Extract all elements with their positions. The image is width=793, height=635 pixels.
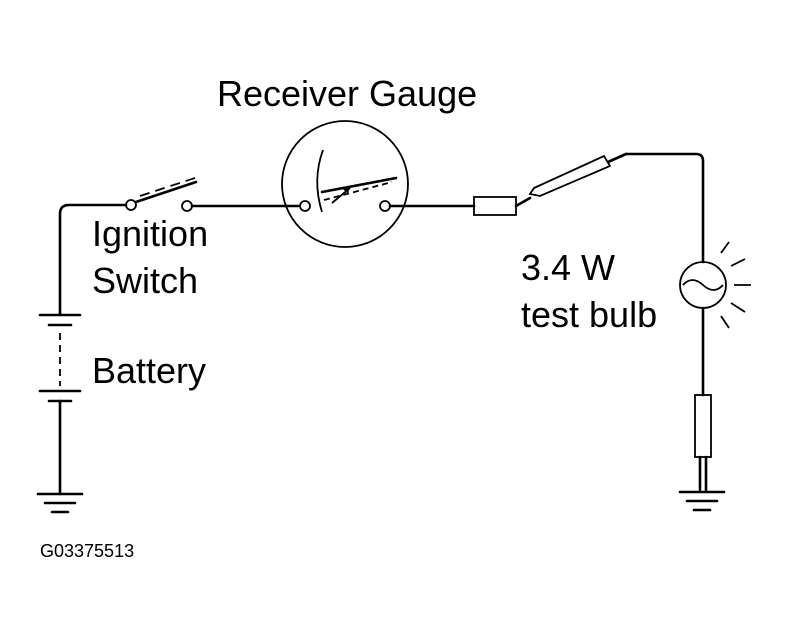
ignition-switch-symbol xyxy=(125,176,199,212)
ignition-label-line1: Ignition xyxy=(92,213,208,254)
bulb-label-line2: test bulb xyxy=(521,294,657,335)
test-bulb-symbol xyxy=(679,241,751,329)
figure-id-label: G03375513 xyxy=(40,541,134,561)
ground-symbol-left xyxy=(36,492,84,514)
left-circuit xyxy=(36,203,128,514)
receiver-gauge-symbol xyxy=(281,120,409,248)
battery-label: Battery xyxy=(92,350,206,391)
wire-left-top xyxy=(58,203,128,316)
receiver-gauge-label: Receiver Gauge xyxy=(217,73,477,114)
bulb-label-line1: 3.4 W xyxy=(521,247,615,288)
ground-symbol-right xyxy=(678,490,726,512)
test-probe xyxy=(514,152,705,264)
ignition-label-line2: Switch xyxy=(92,260,198,301)
battery-symbol xyxy=(38,313,82,403)
bottom-lead-symbol xyxy=(694,394,712,458)
fuse-symbol xyxy=(473,196,517,216)
